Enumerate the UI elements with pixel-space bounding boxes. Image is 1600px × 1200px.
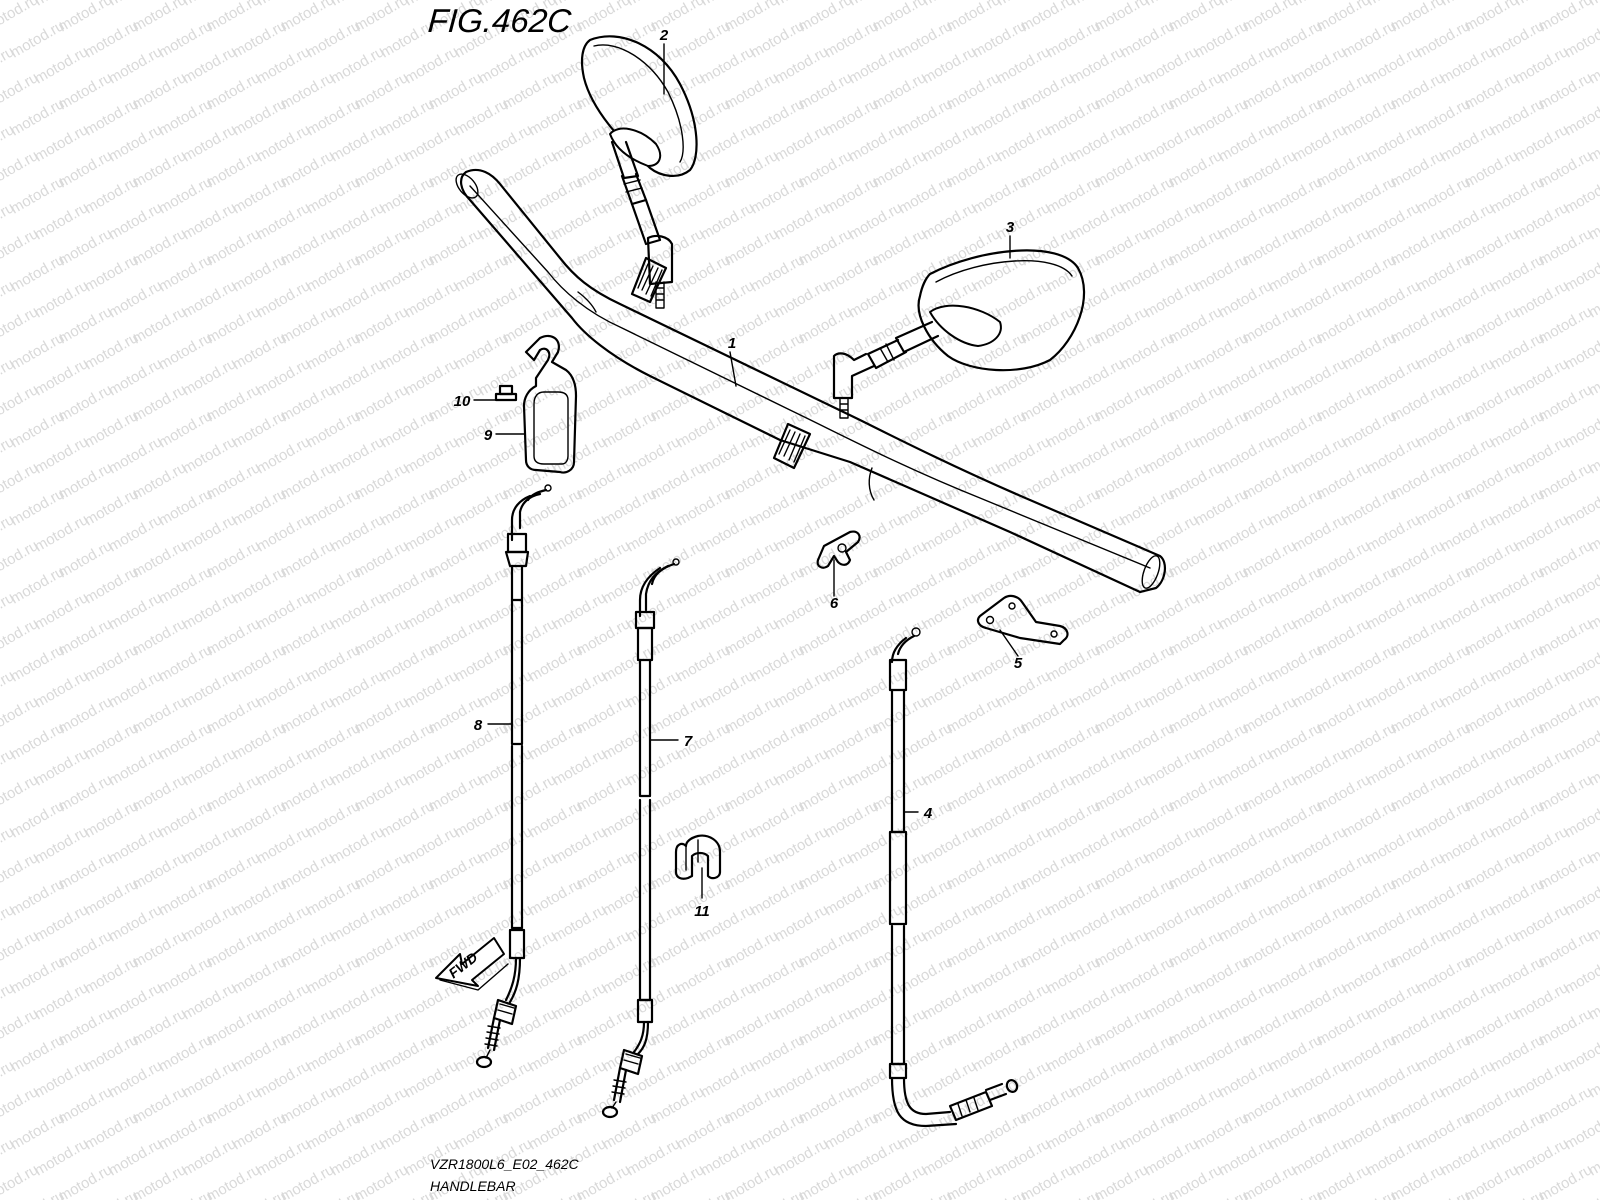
screw-10: [494, 384, 518, 402]
callout-10: 10: [454, 393, 471, 410]
figure-title: FIG.462C: [426, 2, 573, 39]
callout-5: 5: [1014, 655, 1023, 672]
handlebar: [455, 168, 1166, 594]
cable-4: [888, 627, 1019, 1128]
callout-7: 7: [684, 733, 693, 750]
callout-11: 11: [694, 903, 710, 920]
callout-1: 1: [728, 335, 736, 352]
callout-3: 3: [1006, 219, 1015, 236]
callout-2: 2: [659, 27, 669, 44]
mirror-left: [580, 35, 698, 309]
watermark-text: motod.ru: [1586, 0, 1600, 9]
fwd-direction-arrow: FWD: [435, 937, 509, 991]
callout-4: 4: [923, 805, 933, 822]
clip-11: [674, 834, 722, 880]
figure-name: HANDLEBAR: [430, 1178, 516, 1194]
cable-7: [601, 558, 680, 1119]
cable-8: [475, 484, 552, 1069]
clamp-6: [816, 530, 861, 569]
figure-code: VZR1800L6_E02_462C: [430, 1156, 579, 1172]
callout-6: 6: [830, 595, 839, 612]
knurl-band-right: [772, 422, 812, 470]
plate-9: [522, 334, 578, 474]
callout-labels: 2 3 1 4 5 6 7 8 9 10 11: [454, 27, 1023, 920]
mirror-right: [832, 249, 1086, 419]
callout-8: 8: [474, 717, 483, 734]
bracket-5: [976, 594, 1069, 646]
callout-9: 9: [484, 427, 493, 444]
